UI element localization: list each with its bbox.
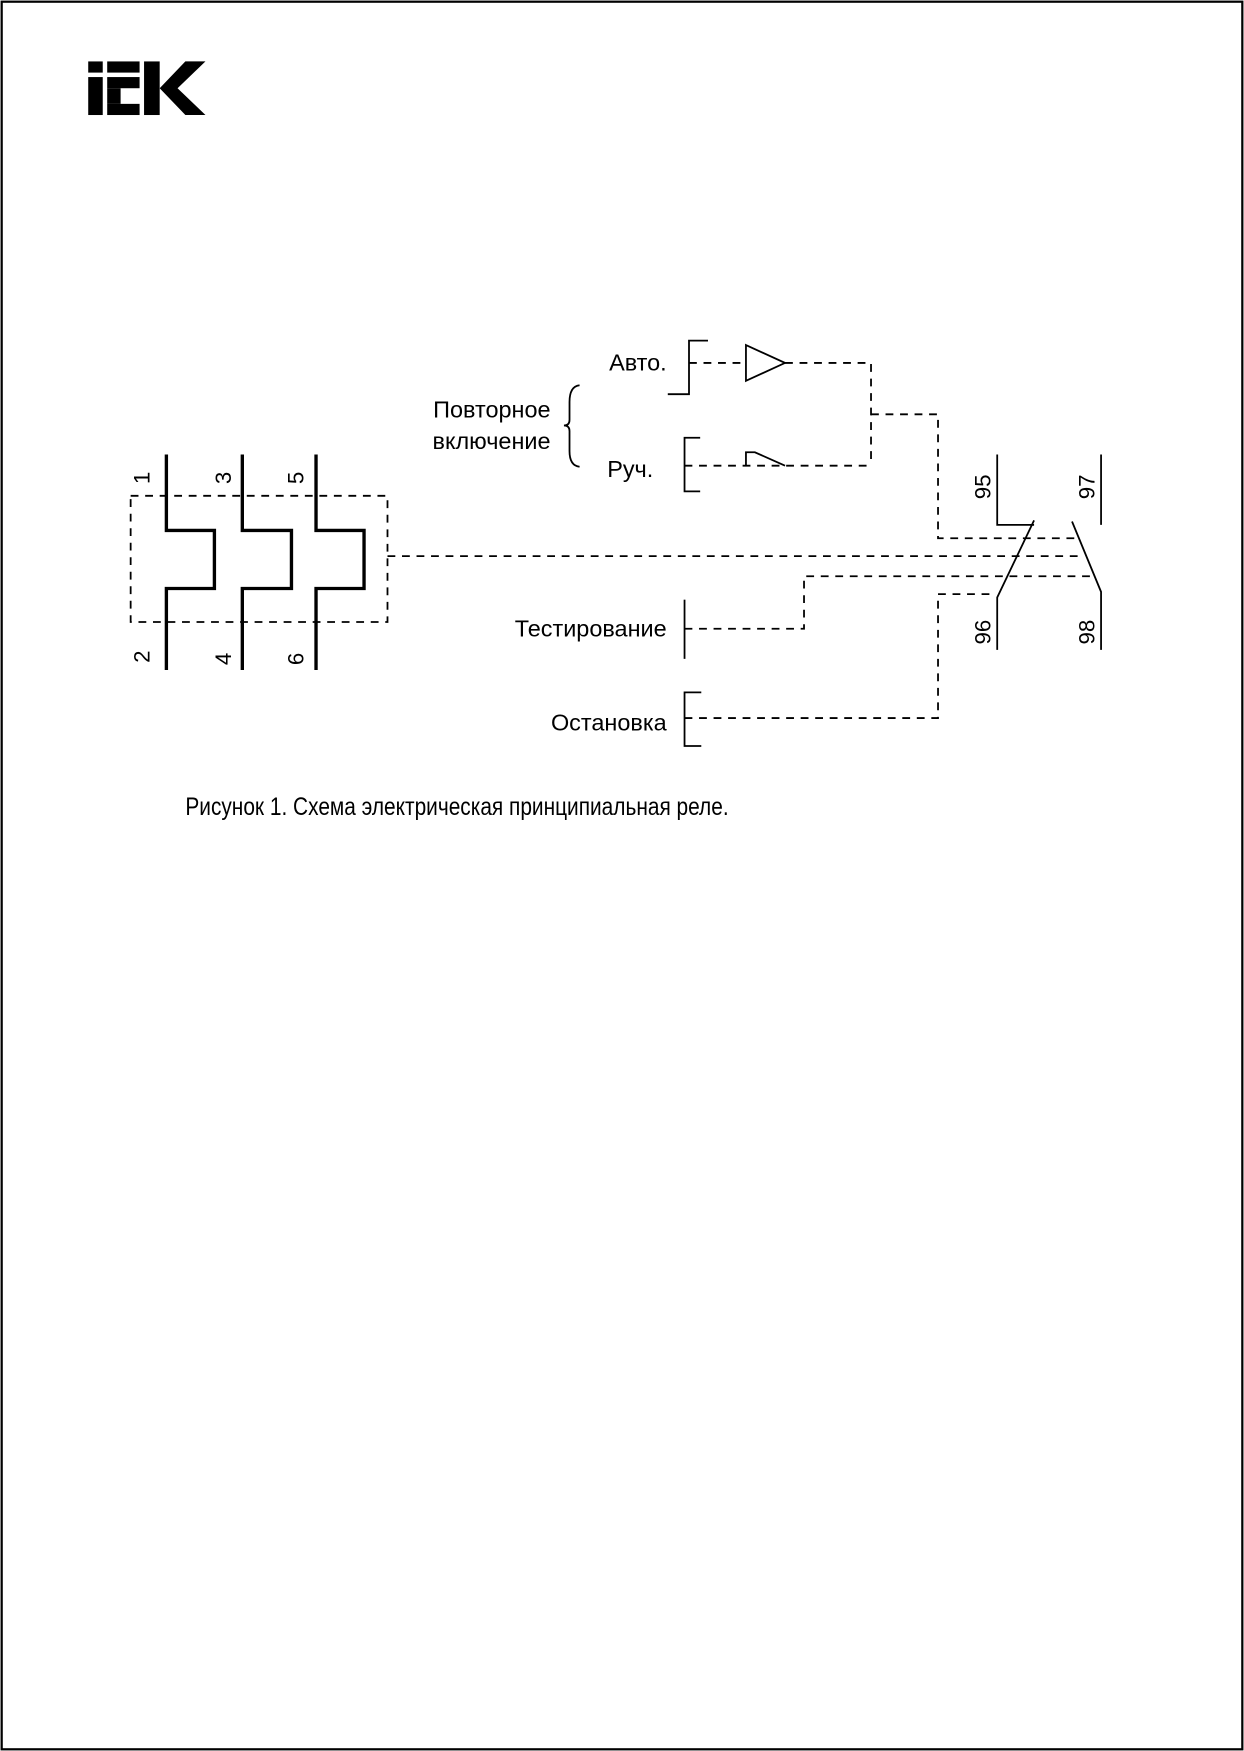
contact-96-label: 96 [971, 620, 996, 645]
terminal-2: 2 [130, 650, 155, 662]
manual-label: Руч. [607, 456, 653, 482]
thermal-enclosure [129, 494, 389, 623]
contact-98-label: 98 [1074, 620, 1099, 645]
terminal-4: 4 [211, 653, 236, 665]
manual-reset-hand-icon [745, 451, 786, 467]
stop-button-symbol [683, 691, 702, 747]
brace-icon [563, 384, 580, 468]
test-label: Тестирование [515, 616, 667, 642]
terminal-3: 3 [211, 472, 236, 484]
auto-reset-triangle-icon [745, 343, 788, 383]
auto-label: Авто. [609, 350, 667, 376]
no-contact-97-98 [1071, 521, 1102, 650]
terminal-6: 6 [284, 653, 309, 665]
reset-label-1: Повторное [433, 397, 550, 423]
figure-caption: Рисунок 1. Схема электрическая принципиа… [185, 793, 728, 821]
nc-contact-95-96 [996, 520, 1035, 650]
contact-95-line [996, 454, 1035, 526]
auto-button-symbol [667, 339, 708, 396]
terminal-1: 1 [130, 472, 155, 484]
stop-label: Остановка [551, 709, 668, 735]
terminal-5: 5 [284, 472, 309, 484]
reset-label-2: включение [433, 428, 551, 454]
contact-97-label: 97 [1074, 474, 1099, 499]
iek-logo [88, 61, 206, 116]
contact-95-label: 95 [971, 474, 996, 499]
manual-button-symbol [683, 436, 701, 493]
thermal-elements [129, 454, 389, 671]
